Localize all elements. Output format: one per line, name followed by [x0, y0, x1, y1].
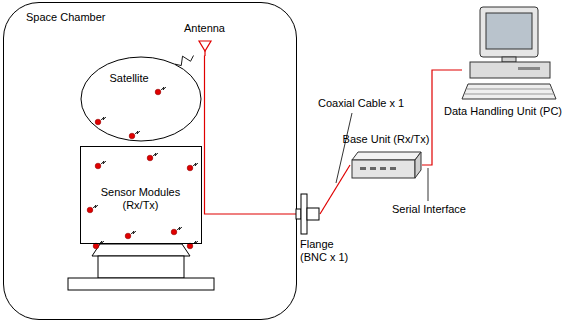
edge-label: Serial Interface [390, 203, 468, 216]
node-label: Sensor Modules (Rx/Tx) [93, 186, 189, 212]
stand-column [98, 256, 184, 278]
sensor-module-box: Sensor Modules (Rx/Tx) [80, 146, 202, 244]
leader-line [428, 168, 429, 201]
sensor-dot [171, 227, 182, 235]
node-label: Space Chamber [26, 11, 106, 24]
edge-label: Coaxial Cable x 1 [316, 97, 406, 110]
base-unit-outline [350, 150, 422, 180]
space-chamber: SatelliteSensor Modules (Rx/Tx) Antenna Sp… [3, 2, 297, 320]
node-label: Flange (BNC x 1) [300, 238, 356, 264]
coaxial-cable [320, 165, 350, 214]
sensor-dot [95, 117, 106, 125]
sensor-dot [125, 231, 136, 239]
stand-base [68, 278, 214, 290]
stand-top [92, 244, 190, 256]
satellite-circle: Satellite [80, 56, 202, 142]
node-label: Data Handling Unit (PC) [444, 105, 562, 118]
sensor-dot [187, 241, 198, 249]
sensor-dot [93, 241, 104, 249]
flange: Flange (BNC x 1) [296, 194, 320, 234]
sensor-dot [187, 163, 198, 171]
node-label: Base Unit (Rx/Tx) [336, 133, 436, 146]
serial-cable [422, 70, 462, 165]
data-handling-pc: Data Handling Unit (PC) [462, 4, 556, 102]
sensor-dot [147, 153, 158, 161]
wireless-link [175, 56, 194, 66]
sensor-dot [155, 87, 166, 95]
antenna-cable [205, 56, 297, 215]
flange-outline [296, 194, 320, 234]
sensor-dot [87, 205, 98, 213]
data-handling-pc-outline [462, 4, 556, 102]
antenna: Antenna [180, 22, 230, 56]
node-label: Antenna [180, 22, 230, 35]
leader-line [336, 113, 352, 183]
node-label: Satellite [110, 72, 149, 85]
sensor-dot [95, 161, 106, 169]
satellite-circle-outline [80, 56, 202, 142]
sensor-dot [129, 131, 140, 139]
base-unit: Base Unit (Rx/Tx) [350, 150, 422, 180]
